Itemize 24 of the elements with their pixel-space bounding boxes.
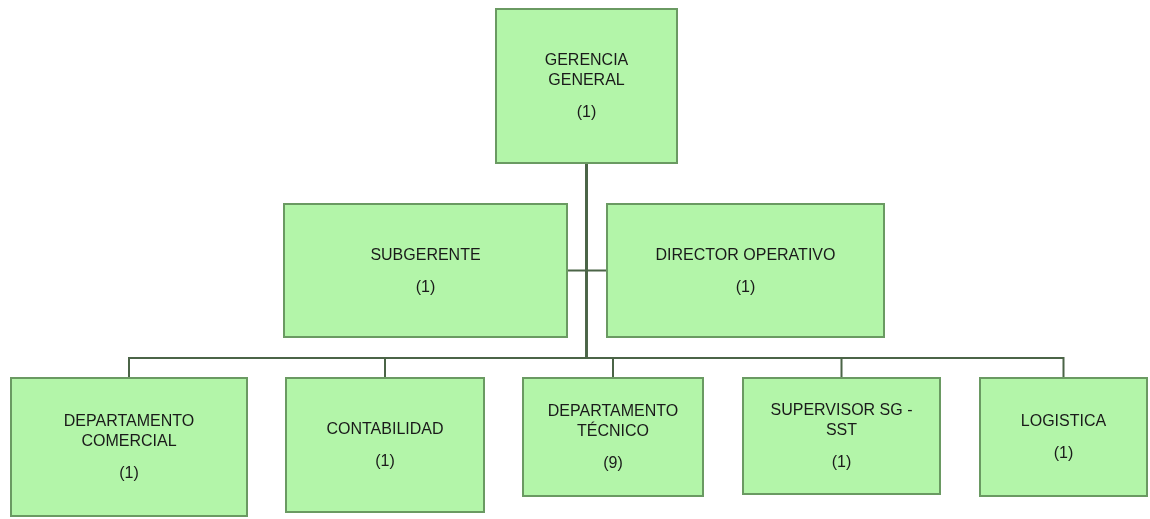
position-title: DEPARTAMENTO TÉCNICO [546, 401, 680, 441]
org-box [283, 203, 568, 338]
headcount-label: (9) [603, 453, 623, 473]
headcount-label: (1) [831, 452, 852, 472]
org-box [979, 377, 1148, 497]
org-box [285, 377, 485, 513]
position-title: LOGISTICA [1020, 411, 1107, 431]
headcount-label: (1) [576, 102, 597, 122]
position-title: DEPARTAMENTO COMERCIAL [62, 411, 196, 451]
position-title: DIRECTOR OPERATIVO [655, 244, 836, 265]
headcount-label: (1) [375, 451, 395, 471]
org-box [495, 8, 678, 164]
org-box [522, 377, 704, 497]
headcount-label: (1) [735, 276, 756, 297]
position-title: CONTABILIDAD [326, 419, 444, 439]
position-title: SUPERVISOR SG - SST [769, 400, 914, 440]
org-box [606, 203, 885, 338]
position-title: SUBGERENTE [370, 244, 481, 265]
headcount-label: (1) [415, 276, 436, 297]
org-box [10, 377, 248, 517]
headcount-label: (1) [1053, 443, 1074, 463]
headcount-label: (1) [119, 463, 139, 483]
position-title: GERENCIA GENERAL [543, 50, 630, 90]
org-box [742, 377, 941, 495]
